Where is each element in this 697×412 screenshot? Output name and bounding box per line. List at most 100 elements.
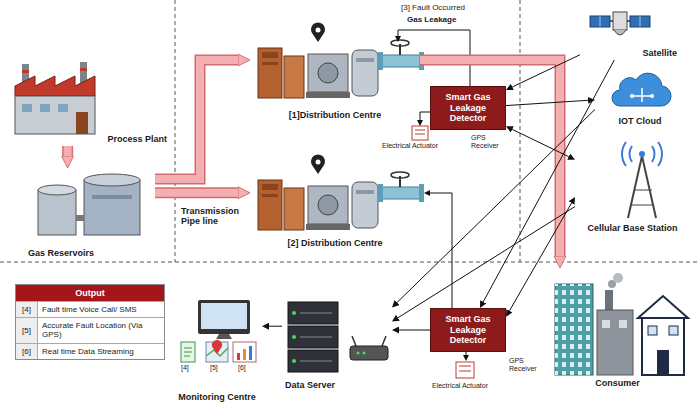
box-text: Smart Gas Leakage Detector	[434, 92, 502, 123]
factory-icon	[15, 62, 95, 134]
consumer-buildings-icon	[555, 284, 593, 375]
signal-arrow	[398, 207, 575, 318]
chart-icon	[237, 353, 240, 360]
signal-line	[512, 55, 580, 87]
data-server: Data Server	[282, 298, 392, 392]
electrical-actuator-icon	[415, 134, 425, 135]
process-plant: Process Plant	[10, 62, 170, 146]
server-rack-icon	[300, 337, 332, 338]
signal-arrow	[512, 55, 580, 87]
label-holder: Electrical Actuator	[382, 142, 452, 150]
factory-icon	[22, 70, 29, 73]
dashed-separator	[175, 0, 176, 262]
consumer-buildings-icon	[669, 326, 678, 335]
signal-arrow	[509, 203, 571, 311]
cell-tower-icon	[628, 156, 642, 218]
router-icon	[350, 336, 388, 360]
fault-signal-line	[466, 352, 467, 355]
label-holder: [5]	[210, 364, 224, 372]
cloud-icon	[612, 73, 671, 106]
signal-line	[399, 330, 430, 331]
satellite-icon	[590, 12, 650, 35]
server-rack-icon	[288, 326, 338, 348]
signal-arrow	[397, 109, 595, 302]
part-label: GPS Receiver	[471, 134, 507, 150]
consumer-buildings-icon	[555, 284, 593, 375]
router-icon	[350, 346, 388, 360]
cell-tower-icon	[622, 142, 662, 218]
label-holder: [3] Fault Occurred	[401, 3, 481, 12]
signal-arrow	[399, 330, 430, 331]
consumer-buildings-icon	[555, 273, 688, 375]
icon-caption: [1]Distribution Centre	[289, 110, 382, 121]
gas-tank-icon	[38, 185, 76, 195]
report-icon	[184, 348, 192, 349]
dashed-separator	[520, 0, 521, 262]
map-icon	[212, 340, 222, 354]
electrical-actuator-icon	[456, 362, 474, 378]
iot-cloud: IOT Cloud	[595, 66, 685, 128]
router-icon	[382, 336, 386, 346]
leak-detector-box: Smart Gas Leakage Detector	[430, 308, 506, 352]
box-text: Smart Gas Leakage Detector	[434, 314, 502, 345]
report-icon	[184, 352, 192, 353]
part-label: Electrical Actuator	[382, 142, 452, 150]
label-holder: GPS Receiver	[471, 134, 507, 150]
cell-tower-icon	[634, 190, 652, 191]
cloud-icon	[612, 73, 671, 106]
pipe-outline	[62, 146, 73, 156]
icon-caption: Gas Reservoirs	[28, 248, 94, 259]
factory-icon	[40, 104, 50, 112]
satellite-icon	[630, 16, 650, 27]
cloud-icon	[650, 94, 654, 98]
gas-pipe	[155, 60, 238, 179]
signal-line	[509, 203, 571, 311]
label-holder: Transmission Pipe line	[181, 206, 247, 227]
factory-icon	[76, 112, 88, 134]
satellite-icon	[614, 30, 626, 35]
factory-icon	[58, 104, 68, 112]
icon-caption: Monitoring Centre	[178, 392, 256, 403]
server-rack-icon	[288, 302, 338, 324]
gas-tank-icon	[76, 215, 84, 221]
signal-line	[398, 207, 575, 318]
signal-line	[506, 100, 588, 105]
cell-tower-icon	[622, 142, 662, 166]
electrical-actuator-icon	[415, 130, 425, 131]
electrical-actuator-icon	[459, 371, 471, 372]
gas-pipe	[67, 146, 68, 156]
pipe-outline	[155, 60, 238, 179]
map-icon	[206, 340, 228, 362]
pipe-outline	[155, 187, 238, 198]
server-rack-icon	[300, 361, 332, 362]
consumer-buildings-icon	[648, 326, 657, 335]
pipe-label: Transmission Pipe line	[181, 206, 247, 227]
gas-tank-icon	[84, 180, 140, 235]
satellite-icon	[613, 12, 627, 30]
cloud-icon	[641, 88, 643, 102]
consumer-buildings-icon	[642, 318, 684, 375]
monitor-icon	[201, 303, 247, 329]
server-rack-icon	[292, 311, 296, 315]
icon-caption: IOT Cloud	[619, 116, 662, 127]
consumer-buildings-icon	[619, 320, 627, 328]
label-holder: Gas Leakage	[407, 15, 467, 24]
cell-base-station: Cellular Base Station	[575, 140, 690, 235]
consumer-buildings-icon	[605, 290, 613, 312]
signal-arrow	[506, 100, 588, 105]
output-table: Output[4]Fault time Voice Call/ SMS[5]Ac…	[15, 284, 165, 360]
factory-icon	[15, 96, 95, 134]
cell-tower-icon	[639, 151, 645, 157]
icon-caption: [2] Distribution Centre	[287, 238, 382, 249]
pipe-body	[64, 146, 72, 156]
label-holder: GPS Receiver	[509, 357, 545, 373]
router-icon	[363, 352, 366, 355]
table-header: Output	[16, 285, 164, 301]
consumer-buildings-icon	[657, 350, 669, 375]
pipe-body	[420, 60, 560, 256]
pipe-outline	[420, 60, 560, 256]
monitor-icon	[216, 334, 232, 339]
chart-icon	[243, 349, 246, 360]
icon-caption: Process Plant	[107, 134, 167, 145]
